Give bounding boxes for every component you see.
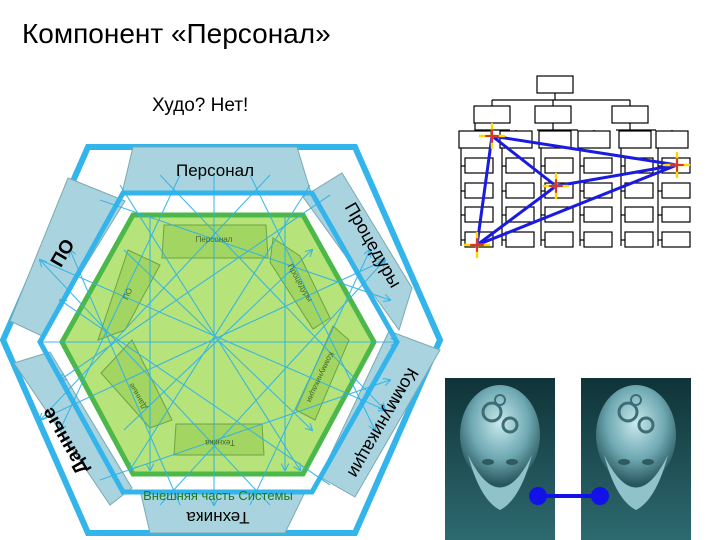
org-box — [458, 130, 492, 149]
org-box — [583, 157, 613, 174]
slide-title: Компонент «Персонал» — [22, 18, 331, 49]
org-box — [473, 105, 511, 124]
org-box — [661, 182, 691, 199]
org-box — [583, 231, 613, 248]
org-box — [618, 130, 652, 149]
connection-web — [40, 174, 397, 505]
inner-label-bottom: Техника — [205, 438, 235, 447]
org-star-markers — [463, 122, 691, 259]
org-box — [583, 206, 613, 223]
org-box — [661, 206, 691, 223]
star-marker-icon — [478, 122, 506, 150]
heads-illustration — [445, 378, 691, 540]
hexagon-diagram: Персонал Процедуры Коммуникации Техника … — [0, 144, 444, 536]
hexagon-caption: Внешняя часть Системы — [143, 488, 293, 503]
org-chart — [458, 75, 691, 259]
org-highlight-lines — [475, 134, 678, 247]
heads-connector — [529, 487, 609, 505]
org-box — [505, 182, 535, 199]
outer-label-bottom: Техника — [186, 508, 250, 527]
head-left-icon — [445, 378, 555, 540]
head-right-icon — [581, 378, 691, 540]
org-box — [624, 231, 654, 248]
org-box — [534, 105, 572, 124]
org-box — [544, 157, 574, 174]
org-box — [464, 182, 494, 199]
org-box — [661, 231, 691, 248]
org-box — [624, 182, 654, 199]
outer-label-top: Персонал — [176, 161, 254, 180]
panel-lower-left — [13, 351, 133, 506]
slide-subtitle: Худо? Нет! — [152, 95, 249, 116]
star-marker-icon — [663, 151, 691, 179]
org-box — [505, 231, 535, 248]
org-box — [655, 130, 689, 149]
panel-upper-right — [302, 172, 413, 332]
org-box — [577, 130, 611, 149]
org-box — [544, 231, 574, 248]
inner-label-top: Персонал — [196, 235, 233, 244]
star-marker-icon — [542, 172, 570, 200]
org-chart-boxes — [458, 75, 691, 248]
org-box — [624, 206, 654, 223]
outer-hexagon-frame — [0, 144, 444, 536]
org-box — [611, 105, 649, 124]
org-box — [536, 75, 574, 94]
panel-lower-right — [319, 330, 441, 498]
star-marker-icon — [463, 231, 491, 259]
